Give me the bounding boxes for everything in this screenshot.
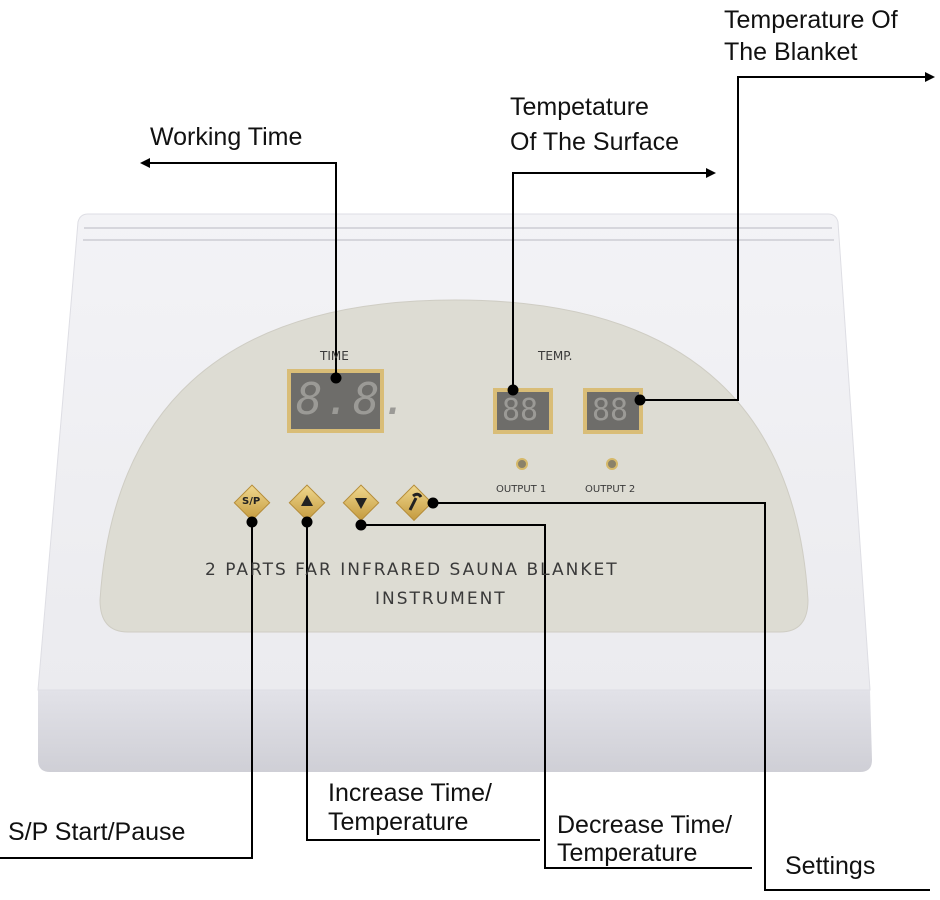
time-digits: 8.8. xyxy=(296,374,410,425)
blanket-temp-label-line1: Temperature Of xyxy=(724,6,898,34)
sp-button[interactable] xyxy=(233,484,271,522)
decrease-label-line2: Temperature xyxy=(557,839,698,867)
increase-label-line1: Increase Time/ xyxy=(328,779,492,807)
blanket-temp-label-line2: The Blanket xyxy=(724,38,858,66)
leader-lines xyxy=(0,76,930,891)
decrease-label-line1: Decrease Time/ xyxy=(557,811,733,839)
product-title-line1: 2 PARTS FAR INFRARED SAUNA BLANKET xyxy=(205,560,619,580)
output1-label: OUTPUT 1 xyxy=(496,484,547,495)
time-label: TIME xyxy=(320,349,349,363)
output1-led xyxy=(516,458,528,470)
control-panel xyxy=(99,299,809,633)
increase-label-line2: Temperature xyxy=(328,808,469,836)
surface-temp-digits: 88 xyxy=(502,393,539,428)
wrench-icon xyxy=(408,492,423,511)
leader-dots xyxy=(246,372,646,531)
output2-led xyxy=(606,458,618,470)
blanket-temp-digits: 88 xyxy=(592,393,629,428)
temp-label: TEMP. xyxy=(538,349,573,363)
blanket-temp-display xyxy=(583,388,643,434)
up-arrow-icon xyxy=(301,495,313,506)
device-front-face xyxy=(38,690,872,772)
output2-label: OUTPUT 2 xyxy=(585,484,636,495)
down-arrow-icon xyxy=(355,498,367,509)
surface-temp-label-line1: Tempetature xyxy=(510,93,649,121)
start-pause-label: S/P Start/Pause xyxy=(8,818,186,846)
surface-temp-label-line2: Of The Surface xyxy=(510,128,680,156)
sp-button-label: S/P xyxy=(242,496,261,507)
working-time-label: Working Time xyxy=(150,123,303,151)
surface-temp-display xyxy=(493,388,553,434)
arrowheads xyxy=(140,72,935,178)
product-title-line2: INSTRUMENT xyxy=(375,589,507,609)
settings-label: Settings xyxy=(785,852,876,880)
